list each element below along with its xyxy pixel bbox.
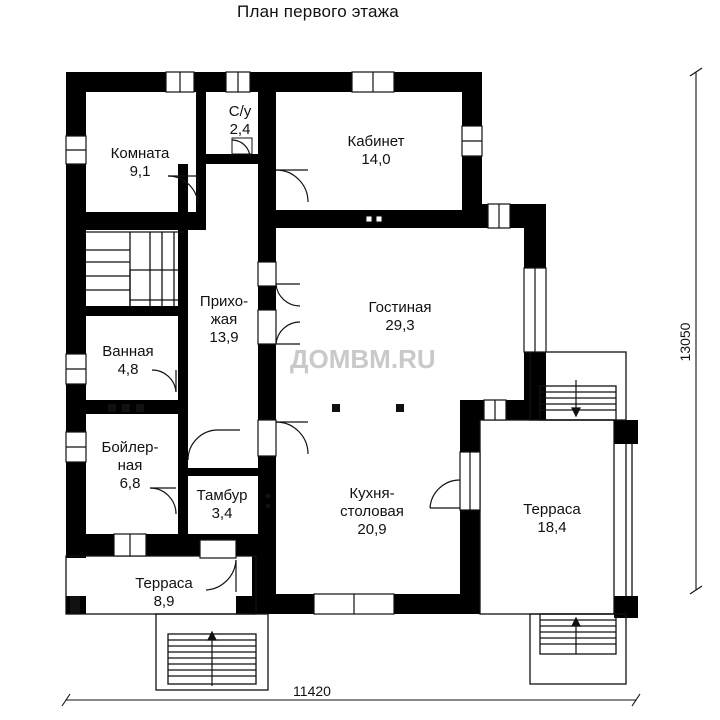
- room-gostinaya-name: Гостиная: [369, 299, 432, 316]
- room-komnata-area: 9,1: [130, 163, 151, 180]
- windows: [65, 71, 547, 615]
- terrace-outlines: [65, 231, 633, 691]
- watermark: ДОМВМ.RU: [290, 344, 436, 374]
- fixtures: [70, 137, 404, 614]
- room-terrasa-left-area: 8,9: [154, 593, 175, 610]
- room-terrasa-left-name: Терраса: [135, 575, 193, 592]
- stair-arrows: [207, 380, 581, 686]
- room-vannaya-area: 4,8: [118, 361, 139, 378]
- room-tambur-area: 3,4: [212, 505, 233, 522]
- room-kuhnya-area: 20,9: [357, 521, 386, 538]
- room-kabinet-area: 14,0: [361, 151, 390, 168]
- room-su-area: 2,4: [230, 121, 251, 138]
- dimension-width: 11420: [293, 683, 331, 699]
- doors: [149, 139, 461, 592]
- room-kabinet-name: Кабинет: [347, 133, 404, 150]
- room-labels: Комната 9,1 С/у 2,4 Кабинет 14,0 Гостина…: [102, 103, 694, 699]
- room-prihozhaya-area: 13,9: [209, 329, 238, 346]
- plan-title: План первого этажа: [237, 2, 399, 21]
- room-prihozhaya-name1: Прихо-: [200, 293, 248, 310]
- room-tambur-name: Тамбур: [197, 487, 248, 504]
- room-boiler-name1: Бойлер-: [102, 439, 159, 456]
- room-su-name: С/у: [229, 103, 252, 120]
- room-kuhnya-name2: столовая: [340, 503, 404, 520]
- room-komnata-name: Комната: [111, 145, 170, 162]
- room-vannaya-name: Ванная: [102, 343, 153, 360]
- room-gostinaya-area: 29,3: [385, 317, 414, 334]
- room-kuhnya-name1: Кухня-: [349, 485, 394, 502]
- room-terrasa-right-area: 18,4: [537, 519, 566, 536]
- room-boiler-area: 6,8: [120, 475, 141, 492]
- room-boiler-name2: ная: [118, 457, 143, 474]
- dimension-lines: [61, 67, 703, 707]
- dimension-height: 13050: [677, 322, 693, 361]
- room-terrasa-right-name: Терраса: [523, 501, 581, 518]
- room-prihozhaya-name2: жая: [211, 311, 238, 328]
